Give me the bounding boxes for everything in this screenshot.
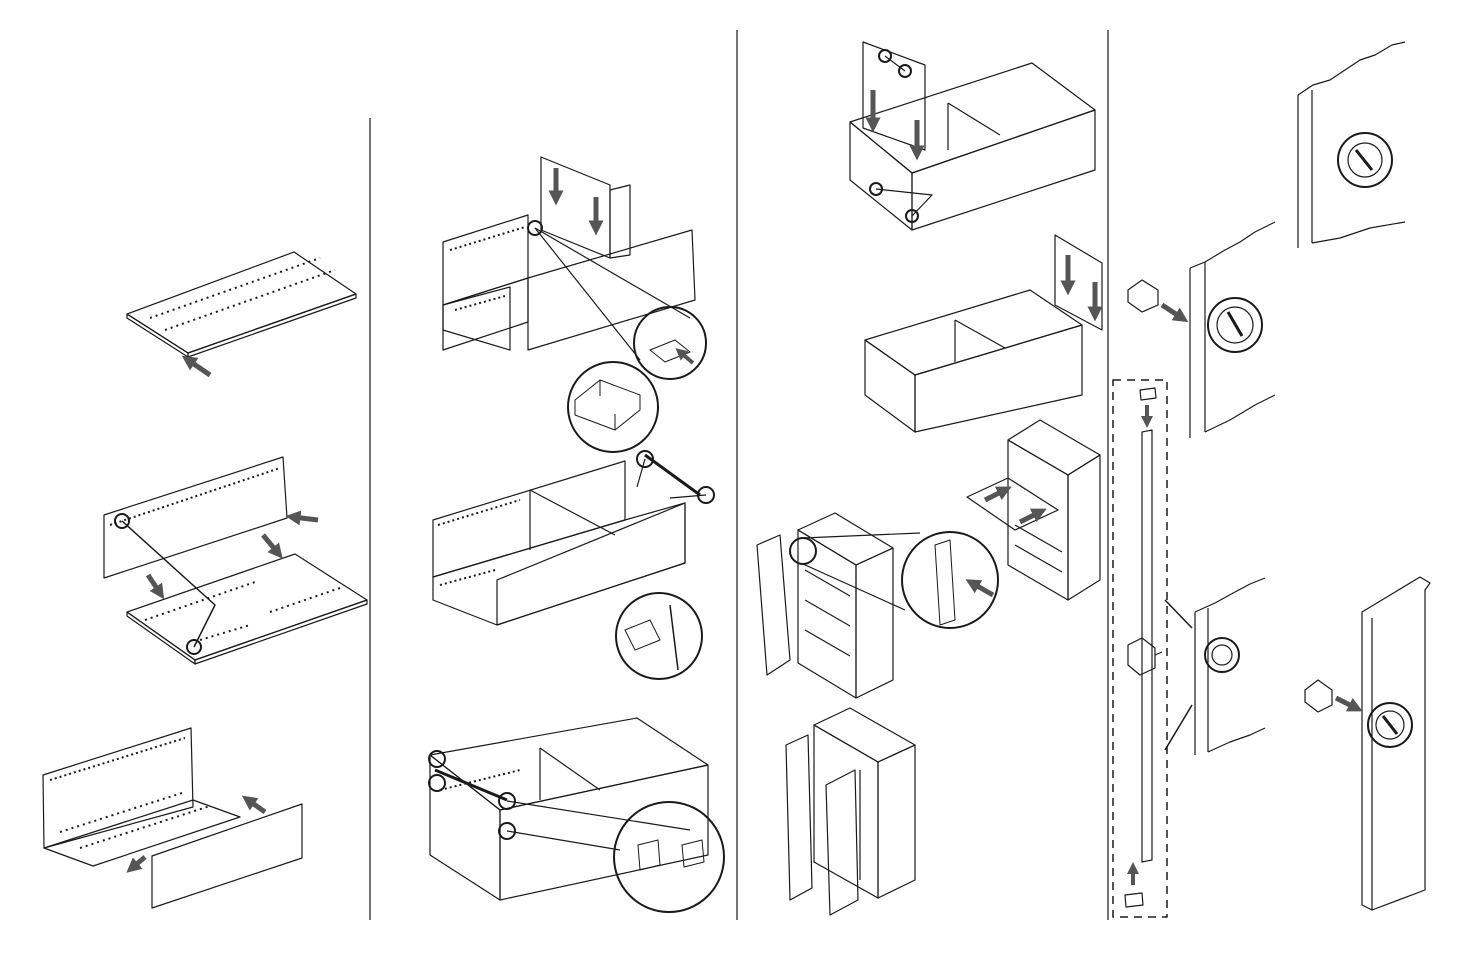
step-doors-fitted [786, 708, 915, 915]
arrow-icon [1336, 698, 1356, 708]
step-second-side-panel [850, 42, 1095, 230]
step-door-hinge [757, 513, 998, 698]
lock-icon [1205, 638, 1239, 672]
arrow-icon [148, 575, 160, 593]
step-side-panel-insert [443, 157, 706, 452]
arrow-icon [1162, 305, 1182, 318]
detail-callout-icon [634, 307, 706, 379]
arrow-icon [132, 857, 145, 868]
step-locking-bar [1113, 380, 1192, 917]
arrow-icon [248, 800, 265, 812]
arrow-icon [188, 360, 210, 375]
step-top-brackets [429, 718, 724, 912]
arrow-icon [985, 490, 1005, 500]
step-end-panel [865, 235, 1102, 432]
detail-callout-icon [790, 538, 816, 564]
arrow-icon [263, 535, 278, 553]
step-front-rail-attach [43, 728, 302, 908]
step-shelves-insert [967, 420, 1100, 600]
step-bottom-panel [127, 252, 356, 375]
step-back-panel-onto-bottom [104, 457, 367, 664]
detail-callout-icon [614, 802, 724, 912]
step-lock-mechanism [1128, 42, 1405, 438]
arrow-icon [1020, 512, 1040, 522]
detail-callout-icon [429, 775, 445, 791]
detail-callout-icon [568, 362, 658, 452]
step-handle-assembly [1195, 577, 1430, 910]
detail-callout-icon [616, 593, 702, 679]
arrow-icon [972, 583, 993, 595]
arrow-icon [293, 517, 318, 520]
